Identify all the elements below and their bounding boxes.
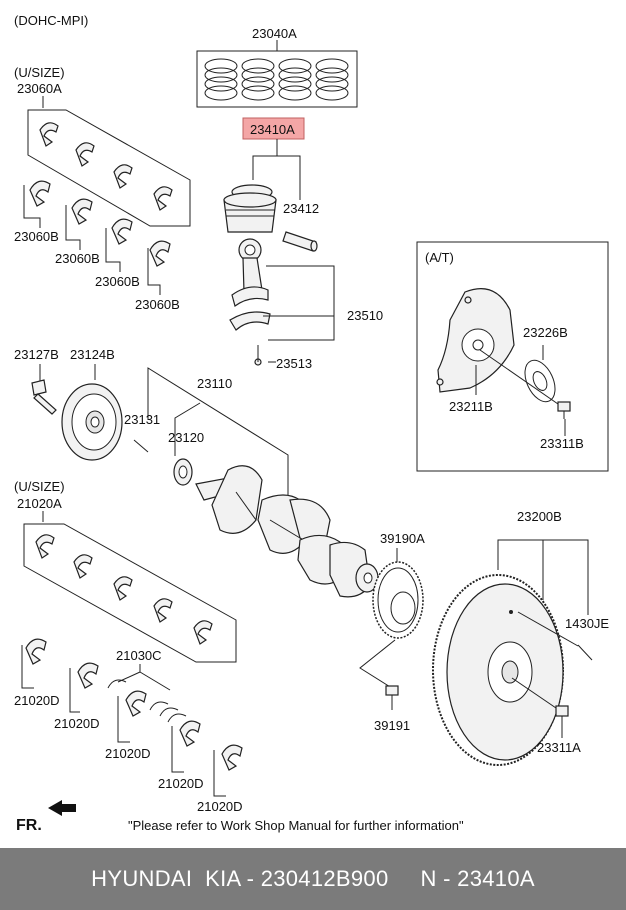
label-23060B-1: 23060B [14, 229, 59, 244]
piston [223, 184, 277, 233]
at-label: (A/T) [425, 250, 454, 265]
bolt-39191 [385, 685, 399, 710]
spacer-plate [524, 359, 556, 403]
connecting-rod [229, 238, 271, 366]
pulley-bolt [31, 379, 57, 415]
piston-ring-set [196, 50, 358, 108]
bearing-23060B-group [29, 180, 171, 267]
crank-pulley [61, 383, 123, 461]
label-21020D-1: 21020D [14, 693, 60, 708]
main-bearing-set-21020A [23, 523, 237, 663]
label-23510: 23510 [347, 308, 383, 323]
label-21020A: 21020A [17, 496, 62, 511]
workshop-note: "Please refer to Work Shop Manual for fu… [128, 818, 464, 833]
crankshaft [195, 465, 379, 598]
label-23040A: 23040A [252, 26, 297, 41]
label-23124B: 23124B [70, 347, 115, 362]
label-23513: 23513 [276, 356, 312, 371]
label-21020D-5: 21020D [197, 799, 243, 814]
label-39191: 39191 [374, 718, 410, 733]
engine-type-label: (DOHC-MPI) [14, 13, 88, 28]
footer-part-text: HYUNDAI KIA - 230412B900 N - 23410A [91, 866, 535, 891]
label-1430JE: 1430JE [565, 616, 609, 631]
drive-plate [436, 288, 515, 393]
label-23311B: 23311B [540, 436, 584, 451]
label-23120: 23120 [168, 430, 204, 445]
label-23110: 23110 [197, 376, 232, 391]
thrust-washers [107, 679, 187, 723]
main-bearing-set-23060A [27, 109, 191, 227]
at-box [416, 241, 609, 472]
label-21020D-3: 21020D [105, 746, 151, 761]
label-23211B: 23211B [449, 399, 493, 414]
label-23060B-3: 23060B [95, 274, 140, 289]
label-23200B: 23200B [517, 509, 562, 524]
label-23060A: 23060A [17, 81, 62, 96]
label-23311A: 23311A [537, 740, 581, 755]
bearing-21020D-group [25, 638, 243, 771]
dowel-pin-1430JE [577, 644, 593, 661]
label-23060B-4: 23060B [135, 297, 180, 312]
label-23131: 23131 [124, 412, 160, 427]
usize-label-1: (U/SIZE) [14, 65, 65, 80]
piston-pin [282, 231, 318, 252]
usize-label-2: (U/SIZE) [14, 479, 65, 494]
label-21030C: 21030C [116, 648, 162, 663]
flywheel [432, 574, 564, 766]
label-21020D-2: 21020D [54, 716, 100, 731]
bolt-23311A [555, 705, 569, 738]
label-23226B: 23226B [523, 325, 568, 340]
bolt-23311B [557, 401, 571, 419]
label-23060B-2: 23060B [55, 251, 100, 266]
label-21020D-4: 21020D [158, 776, 204, 791]
crank-gear [173, 458, 193, 486]
footer-bar: HYUNDAI KIA - 230412B900 N - 23410A [0, 848, 626, 910]
label-23410A[interactable]: 23410A [250, 122, 295, 137]
front-label: FR. [16, 817, 42, 834]
label-39190A: 39190A [380, 531, 425, 546]
reluctor-ring [372, 561, 424, 639]
front-arrow-icon [48, 800, 76, 816]
highlight-box-23410A [242, 117, 305, 140]
label-23127B: 23127B [14, 347, 59, 362]
label-23412: 23412 [283, 201, 319, 216]
